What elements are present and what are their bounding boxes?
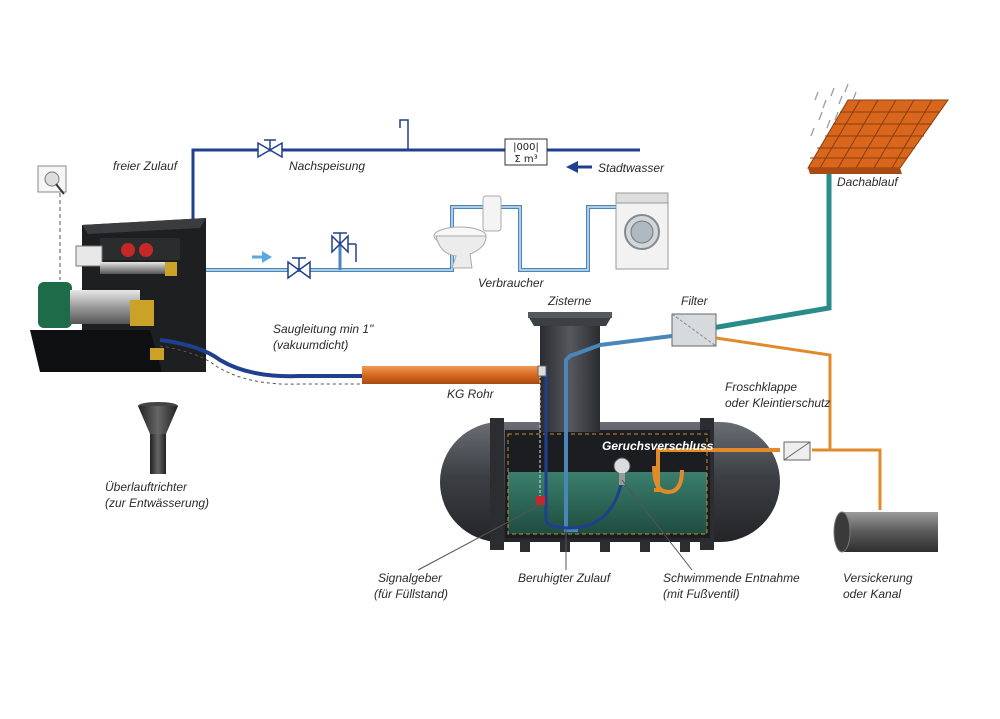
toilet-icon (433, 195, 502, 269)
water-meter-icon: |000| Σ m³ (504, 138, 548, 166)
meter-sum: Σ m³ (514, 154, 537, 165)
rain-downpipe (699, 174, 832, 333)
overflow-funnel-icon (138, 402, 178, 474)
meter-digits: |000| (513, 142, 539, 153)
pump-station (30, 218, 206, 372)
refill-valve-icon (257, 139, 283, 159)
label-schwimmende-note: (mit Fußventil) (663, 587, 740, 601)
label-saugleitung: Saugleitung min 1" (273, 322, 374, 336)
roof-icon (807, 99, 949, 174)
tap-riser-icon (399, 119, 409, 150)
city-water-arrow-icon (566, 161, 592, 173)
rain-icon (810, 83, 857, 137)
flow-arrow-icon (252, 251, 272, 263)
label-froschklappe-note: oder Kleintierschutz (725, 396, 830, 410)
kg-pipe (362, 366, 540, 384)
filter-icon (671, 313, 717, 347)
city-water-line: |000| Σ m³ (191, 119, 640, 232)
label-ueberlauftrichter-note: (zur Entwässerung) (105, 496, 209, 510)
label-nachspeisung: Nachspeisung (289, 159, 365, 173)
label-dachablauf: Dachablauf (837, 175, 899, 189)
label-signalgeber: Signalgeber (378, 571, 443, 585)
label-kg-rohr: KG Rohr (447, 387, 495, 401)
consumer-line (170, 205, 620, 272)
inlet-pipe (564, 334, 673, 532)
floating-intake (544, 370, 631, 530)
tap-valve-icon (331, 232, 357, 270)
label-versickerung-note: oder Kanal (843, 587, 901, 601)
label-saugleitung-note: (vakuumdicht) (273, 338, 348, 352)
label-signalgeber-note: (für Füllstand) (374, 587, 448, 601)
overflow-pipe (652, 336, 882, 510)
label-froschklappe: Froschklappe (725, 380, 797, 394)
drain-pipe-icon (833, 511, 938, 553)
label-filter: Filter (681, 294, 709, 308)
cistern-tank (440, 312, 780, 552)
label-schwimmende-entnahme: Schwimmende Entnahme (663, 571, 800, 585)
label-zisterne: Zisterne (547, 294, 592, 308)
label-versickerung: Versickerung (843, 571, 913, 585)
callout-lines (417, 479, 693, 571)
level-sensor-icon (536, 365, 547, 505)
label-stadtwasser: Stadtwasser (598, 161, 665, 175)
label-ueberlauftrichter: Überlauftrichter (105, 480, 188, 494)
label-freier-zulauf: freier Zulauf (113, 159, 179, 173)
suction-hose (159, 338, 362, 385)
washing-machine-icon (615, 192, 669, 270)
label-beruhigter-zulauf: Beruhigter Zulauf (518, 571, 612, 585)
consumer-valve-icon (287, 257, 311, 280)
frog-flap-icon (783, 441, 811, 461)
label-verbraucher: Verbraucher (478, 276, 545, 290)
wall-socket-icon (37, 165, 67, 195)
label-geruchsverschluss: Geruchsverschluss (602, 439, 714, 453)
